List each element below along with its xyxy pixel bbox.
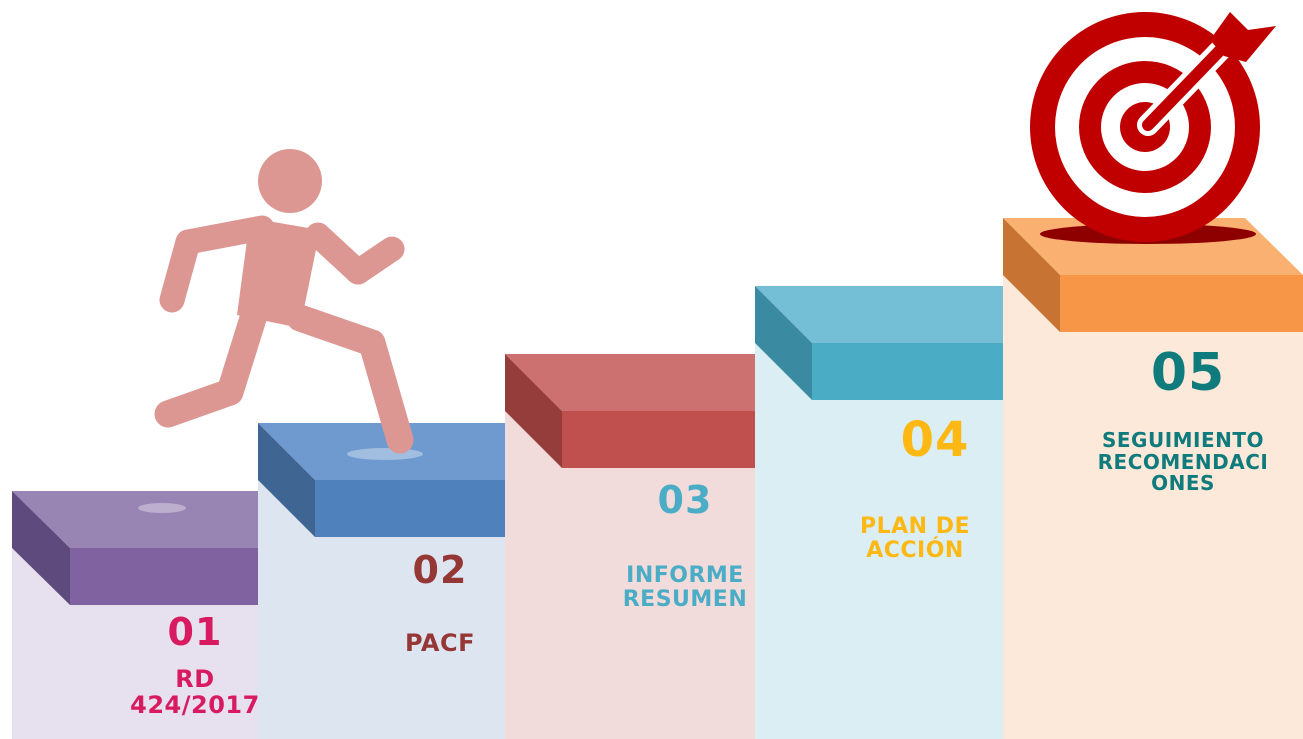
step-01-side — [12, 491, 70, 605]
step-05-text-line-1: SEGUIMIENTO — [1101, 428, 1265, 452]
step-02-number: 02 — [412, 548, 468, 592]
step-03-side — [505, 354, 562, 468]
step-01-text: RD 424/2017 — [115, 665, 275, 719]
step-01-text-line-1: RD — [175, 665, 215, 693]
step-02-side — [258, 423, 315, 537]
step-05-left-body — [1003, 275, 1060, 739]
step-04-number: 04 — [900, 412, 970, 468]
running-person-icon — [154, 149, 414, 454]
step-01-body — [70, 605, 258, 739]
step-02-highlight — [347, 448, 423, 460]
step-01-text-line-2: 424/2017 — [130, 690, 260, 719]
step-05-number: 05 — [1150, 343, 1226, 403]
step-04-body — [812, 400, 1003, 739]
step-02-text: PACF — [405, 629, 475, 657]
step-03-text-line-1: INFORME — [626, 563, 744, 588]
step-03-text: INFORME RESUMEN — [600, 564, 770, 612]
step-05-text-line-3: ONES — [1151, 471, 1215, 496]
step-03-number: 03 — [657, 478, 713, 522]
step-04-text: PLAN DE ACCIÓN — [840, 515, 990, 563]
step-05-body — [1060, 332, 1303, 739]
step-02-top — [258, 423, 562, 480]
step-04-text-line-2: ACCIÓN — [866, 537, 964, 563]
step-03-text-line-2: RESUMEN — [622, 586, 748, 612]
step-01-number: 01 — [167, 610, 223, 654]
step-04-top — [755, 286, 1060, 343]
step-01-top — [12, 491, 315, 548]
step-05-front — [1060, 275, 1303, 332]
target-bullseye-icon — [1030, 12, 1276, 242]
step-04-left-body — [755, 343, 812, 739]
step-03-top — [505, 354, 812, 411]
step-03-body — [562, 468, 755, 739]
step-02-body — [315, 537, 505, 739]
step-04-text-line-1: PLAN DE — [859, 514, 971, 539]
step-01-left-body — [12, 548, 70, 739]
step-05 — [1003, 218, 1303, 739]
step-03-left-body — [505, 411, 562, 739]
step-05-text: SEGUIMIENTO RECOMENDACI ONES — [1068, 428, 1298, 496]
step-01-highlight — [138, 503, 186, 513]
step-05-side — [1003, 218, 1060, 332]
step-02-left-body — [258, 480, 315, 739]
step-05-text-line-2: RECOMENDACI — [1097, 449, 1269, 474]
step-04-side — [755, 286, 812, 400]
